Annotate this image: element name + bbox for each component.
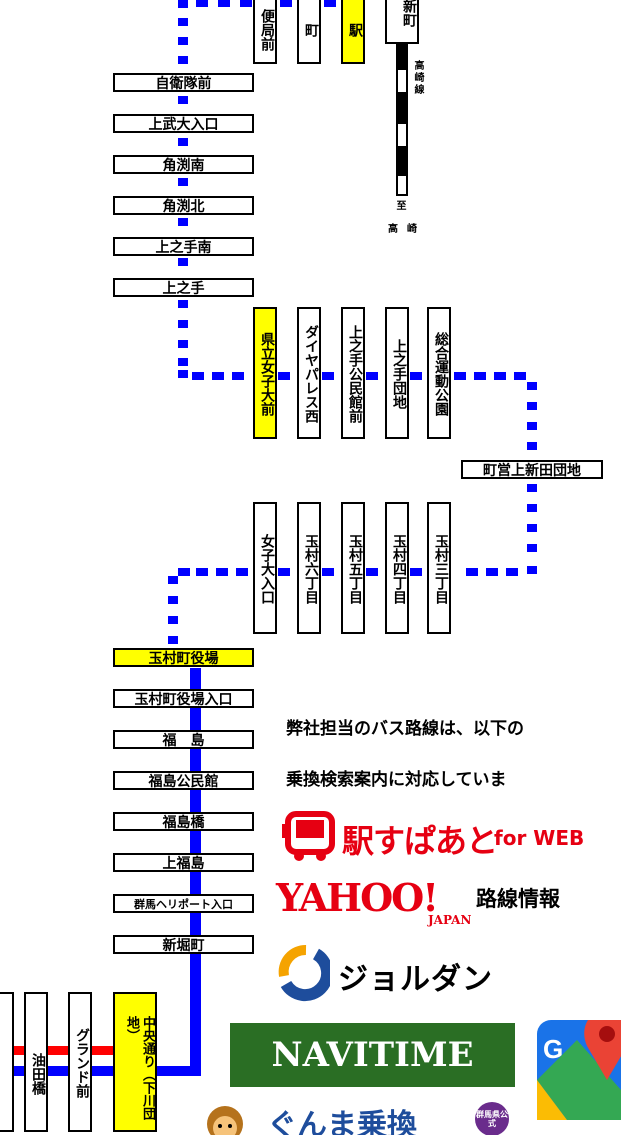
stop-label: グランド前 xyxy=(74,1028,90,1098)
stop-label: 新町 xyxy=(401,0,417,27)
ekispert-suffix: for WEB xyxy=(494,826,585,850)
yahoo-suffix: 路線情報 xyxy=(476,887,560,911)
stop-joshidai-iriguchi: 女子大入口 xyxy=(253,502,277,634)
top-stop-eki: 駅 xyxy=(341,0,365,64)
navitime-logo[interactable]: NAVITIME xyxy=(230,1023,515,1087)
stop-jieitai-mae: 自衛隊前 xyxy=(113,73,254,92)
ekispert-name: 駅すぱあと xyxy=(342,822,498,860)
gunma-official-badge: 群馬県公式 xyxy=(475,1102,509,1135)
google-maps-logo[interactable]: G xyxy=(537,1010,621,1120)
navitime-name: NAVITIME xyxy=(271,1035,474,1075)
rail-destination: 高崎 xyxy=(388,224,426,235)
top-stop-shinmachi: 新町 xyxy=(385,0,419,44)
stop-label: 中央通り（下川団地） xyxy=(124,1016,155,1120)
stop-label: 総合運動公園 xyxy=(433,332,449,416)
stop-label: 玉村三丁目 xyxy=(433,534,449,604)
rail-line-label: 高崎線 xyxy=(412,60,423,96)
stop-label: 便局前 xyxy=(259,9,275,51)
stop-label: 上之手団地 xyxy=(391,339,407,409)
stop-jobudai-iriguchi: 上武大入口 xyxy=(113,114,254,133)
stop-tsunobuchi-minami: 角渕南 xyxy=(113,155,254,174)
stop-label: ダイヤパレス西 xyxy=(303,325,319,423)
stop-daiya-palace-nishi: ダイヤパレス西 xyxy=(297,307,321,439)
stop-choei-kamishinden-danchi: 町営上新田団地 xyxy=(461,460,603,479)
stop-tamamura-4: 玉村四丁目 xyxy=(385,502,409,634)
stop-tamamura-yakuba-iriguchi: 玉村町役場入口 xyxy=(113,689,254,708)
jorudan-name: ジョルダン xyxy=(338,962,493,997)
stop-kaminote: 上之手 xyxy=(113,278,254,297)
stop-label: 駅 xyxy=(347,23,363,37)
stop-label: 油田橋 xyxy=(30,1053,46,1095)
stop-label: 町 xyxy=(303,23,319,37)
rail-to-label: 至 xyxy=(394,200,405,212)
top-stop-yubinkyoku: 便局前 xyxy=(253,0,277,64)
rail-line xyxy=(396,40,408,196)
stop-label: 玉村五丁目 xyxy=(347,534,363,604)
stop-kaminote-danchi: 上之手団地 xyxy=(385,307,409,439)
stop-tamamura-6: 玉村六丁目 xyxy=(297,502,321,634)
stop-shinbori-cho: 新堀町 xyxy=(113,935,254,954)
stop-fukushimabashi: 福島橋 xyxy=(113,812,254,831)
stop-tamamura-3: 玉村三丁目 xyxy=(427,502,451,634)
google-maps-icon: G xyxy=(537,1010,621,1120)
jorudan-logo[interactable]: ジョルダン xyxy=(276,944,576,1004)
stop-label: 上之手公民館前 xyxy=(347,325,363,423)
top-stop-cho: 町 xyxy=(297,0,321,64)
mascot-icon xyxy=(207,1106,243,1135)
stop-label: 県立女子大前 xyxy=(259,332,275,416)
yahoo-logo[interactable]: YAHOO! JAPAN 路線情報 xyxy=(276,875,596,935)
stop-tamamura-5: 玉村五丁目 xyxy=(341,502,365,634)
stop-label: 玉村六丁目 xyxy=(303,534,319,604)
stop-chuo-dori-shimokawa-danchi: 中央通り（下川団地） xyxy=(113,992,157,1132)
gunma-norikae-logo[interactable]: ぐんま乗換 群馬県公式 xyxy=(205,1100,525,1135)
stop-tsunobuchi-kita: 角渕北 xyxy=(113,196,254,215)
stop-gunma-heliport-iriguchi: 群馬ヘリポート入口 xyxy=(113,894,254,913)
stop-kaminote-minami: 上之手南 xyxy=(113,237,254,256)
stop-tamamura-yakuba: 玉村町役場 xyxy=(113,648,254,667)
stop-kaminote-kominkan-mae: 上之手公民館前 xyxy=(341,307,365,439)
stop-kenritsu-joshidai-mae: 県立女子大前 xyxy=(253,307,277,439)
stop-fukushima: 福 島 xyxy=(113,730,254,749)
ekispert-logo[interactable]: 駅すぱあと for WEB xyxy=(282,810,602,862)
stop-sogo-undo-koen: 総合運動公園 xyxy=(427,307,451,439)
dotted-route-top xyxy=(168,0,537,644)
jorudan-icon xyxy=(278,945,334,1002)
stop-abura-tabashi: 油田橋 xyxy=(24,992,48,1132)
bus-icon xyxy=(282,811,335,861)
gunma-norikae-name: ぐんま乗換 xyxy=(267,1108,417,1135)
info-text-line1: 弊社担当のバス路線は、以下の xyxy=(286,719,524,739)
stop-label: 女子大入口 xyxy=(259,534,275,604)
red-route xyxy=(0,1046,120,1055)
yahoo-name: YAHOO! xyxy=(276,875,439,920)
stop-label: 玉村四丁目 xyxy=(391,534,407,604)
info-text-line2: 乗換検索案内に対応していま xyxy=(286,770,507,790)
svg-text:G: G xyxy=(543,1034,563,1064)
stop-kami-fukushima: 上福島 xyxy=(113,853,254,872)
stop-cutoff-left xyxy=(0,992,14,1132)
stop-fukushima-kominkan: 福島公民館 xyxy=(113,771,254,790)
stop-ground-mae: グランド前 xyxy=(68,992,92,1132)
yahoo-sub: JAPAN xyxy=(428,913,472,927)
